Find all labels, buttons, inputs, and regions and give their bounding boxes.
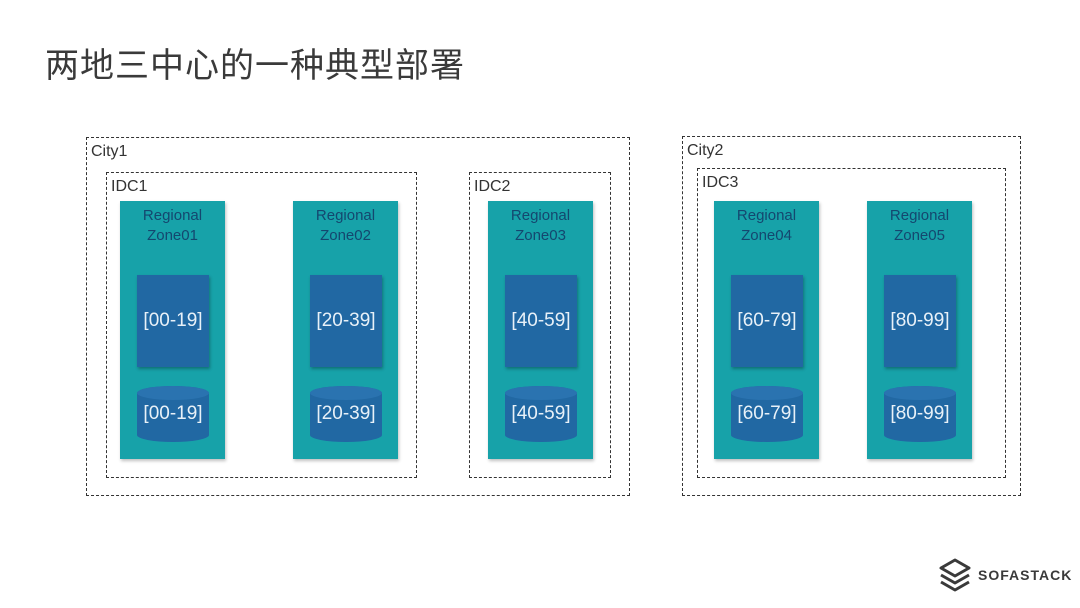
database-cylinder: [40-59] — [504, 385, 578, 443]
city2-box: City2 — [682, 136, 1021, 496]
database-icon — [310, 386, 382, 442]
zone-label: Regional Zone02 — [293, 206, 398, 246]
database-icon — [505, 386, 577, 442]
logo-text: SOFASTACK — [978, 567, 1073, 583]
city1-label: City1 — [91, 143, 128, 160]
database-icon — [731, 386, 803, 442]
idc2-label: IDC2 — [474, 178, 511, 195]
zone-label: Regional Zone04 — [714, 206, 819, 246]
database-cylinder: [80-99] — [883, 385, 957, 443]
database-label: [80-99] — [890, 403, 950, 424]
database-label: [40-59] — [511, 403, 571, 424]
zone-label-line1: Regional — [736, 207, 797, 224]
zone-label-line1: Regional — [889, 207, 950, 224]
zone-label-line2: Zone01 — [147, 227, 198, 244]
idc1-label: IDC1 — [111, 178, 148, 195]
zone-label: Regional Zone01 — [120, 206, 225, 246]
shard-block: [80-99] — [884, 275, 956, 367]
sofastack-logo: SOFASTACK — [938, 557, 1072, 593]
page-title: 两地三中心的一种典型部署 — [45, 46, 465, 86]
database-label: [00-19] — [143, 403, 203, 424]
database-icon — [137, 386, 209, 442]
city1-box: City1 — [86, 137, 630, 496]
idc3-label: IDC3 — [702, 174, 739, 191]
idc1-box: IDC1 — [106, 172, 417, 478]
city2-label: City2 — [687, 142, 724, 159]
regional-zone-02: Regional Zone02 [20-39] [20-39] — [293, 201, 398, 459]
idc3-box: IDC3 — [697, 168, 1006, 478]
shard-block: [00-19] — [137, 275, 209, 367]
zone-label: Regional Zone05 — [867, 206, 972, 246]
database-cylinder: [60-79] — [730, 385, 804, 443]
database-label: [60-79] — [737, 403, 797, 424]
regional-zone-03: Regional Zone03 [40-59] [40-59] — [488, 201, 593, 459]
zone-label-line2: Zone05 — [894, 227, 945, 244]
database-label: [20-39] — [316, 403, 376, 424]
zone-label-line1: Regional — [315, 207, 376, 224]
sofastack-logo-icon — [939, 558, 971, 592]
regional-zone-01: Regional Zone01 [00-19] [00-19] — [120, 201, 225, 459]
regional-zone-05: Regional Zone05 [80-99] [80-99] — [867, 201, 972, 459]
shard-block: [60-79] — [731, 275, 803, 367]
shard-block: [20-39] — [310, 275, 382, 367]
zone-label-line1: Regional — [142, 207, 203, 224]
database-cylinder: [00-19] — [136, 385, 210, 443]
idc2-box: IDC2 — [469, 172, 611, 478]
zone-label-line1: Regional — [510, 207, 571, 224]
regional-zone-04: Regional Zone04 [60-79] [60-79] — [714, 201, 819, 459]
zone-label-line2: Zone02 — [320, 227, 371, 244]
zone-label-line2: Zone04 — [741, 227, 792, 244]
shard-block: [40-59] — [505, 275, 577, 367]
zone-label: Regional Zone03 — [488, 206, 593, 246]
database-icon — [884, 386, 956, 442]
database-cylinder: [20-39] — [309, 385, 383, 443]
zone-label-line2: Zone03 — [515, 227, 566, 244]
